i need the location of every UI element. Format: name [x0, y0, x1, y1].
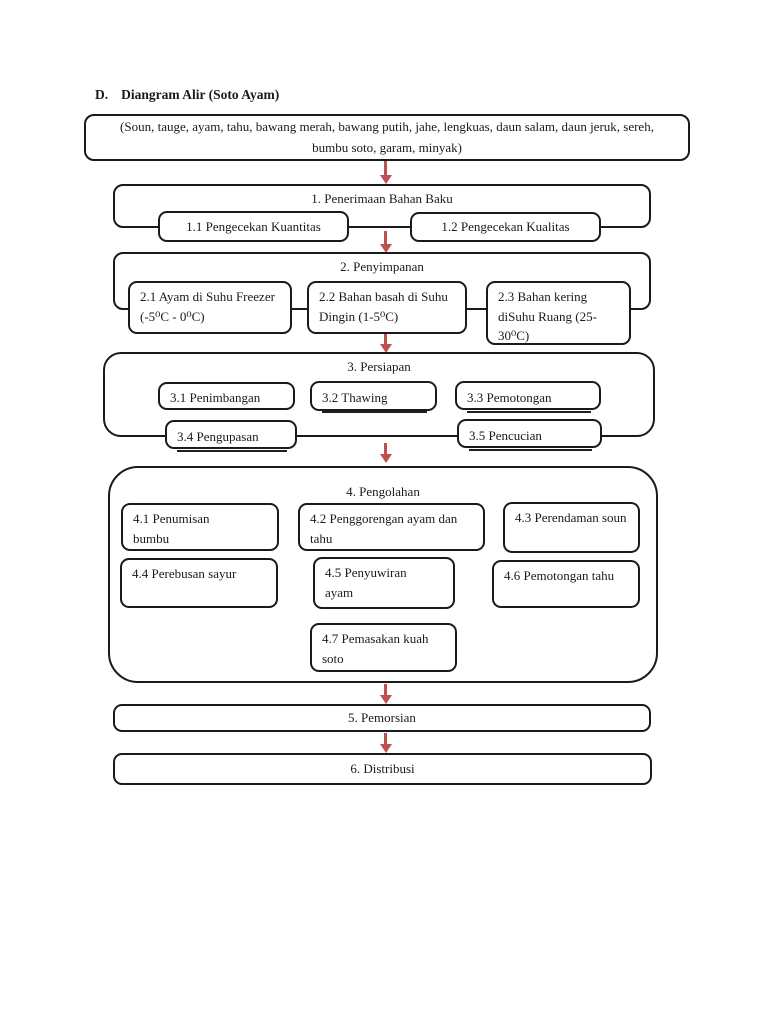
title-text: Diangram Alir (Soto Ayam) [121, 87, 280, 102]
flow-node-ingredients: (Soun, tauge, ayam, tahu, bawang merah, … [84, 114, 690, 161]
stage2-sub1-label: 2.1 Ayam di Suhu Freezer (-5⁰C - 0⁰C) [140, 289, 275, 324]
stage3-label: 3. Persiapan [347, 359, 411, 374]
flow-node-stage1-sub2: 1.2 Pengecekan Kualitas [410, 212, 601, 242]
stage5-label: 5. Pemorsian [348, 710, 416, 725]
flow-node-stage3-sub5: 3.5 Pencucian [457, 419, 602, 451]
flow-node-stage4-sub3: 4.3 Perendaman soun [503, 502, 640, 553]
flow-arrow-6 [384, 733, 387, 744]
flow-node-stage3-sub1: 3.1 Penimbangan [158, 382, 295, 410]
stage1-sub1-label: 1.1 Pengecekan Kuantitas [186, 218, 321, 234]
flow-node-stage4-sub2: 4.2 Penggorengan ayam dan tahu [298, 503, 485, 551]
flow-node-stage4-sub4: 4.4 Perebusan sayur [120, 558, 278, 608]
flow-node-stage3-sub2: 3.2 Thawing [310, 381, 437, 413]
title-prefix: D. [95, 87, 109, 102]
flow-node-stage2-sub3: 2.3 Bahan kering diSuhu Ruang (25-30⁰C) [486, 281, 631, 345]
flow-node-stage3-sub3: 3.3 Pemotongan [455, 381, 601, 413]
stage6-label: 6. Distribusi [350, 761, 415, 776]
flow-node-stage1-sub1: 1.1 Pengecekan Kuantitas [158, 211, 349, 242]
stage3-sub5-label: 3.5 Pencucian [469, 426, 592, 451]
flow-node-stage3-sub4: 3.4 Pengupasan [165, 420, 297, 452]
stage1-sub2-label: 1.2 Pengecekan Kualitas [441, 219, 570, 234]
stage3-sub2-label: 3.2 Thawing [322, 388, 427, 413]
flow-node-stage4-sub7: 4.7 Pemasakan kuah soto [310, 623, 457, 672]
stage4-sub3-label: 4.3 Perendaman soun [515, 510, 627, 525]
flow-node-stage2-sub2: 2.2 Bahan basah di Suhu Dingin (1-5⁰C) [307, 281, 467, 334]
stage4-sub6-label: 4.6 Pemotongan tahu [504, 568, 615, 583]
flow-arrow-1 [384, 161, 387, 175]
stage4-sub1-label: 4.1 Penumisan bumbu [133, 511, 210, 546]
flow-node-stage6: 6. Distribusi [113, 753, 652, 785]
ingredients-text: (Soun, tauge, ayam, tahu, bawang merah, … [120, 119, 654, 155]
stage2-sub2-label: 2.2 Bahan basah di Suhu Dingin (1-5⁰C) [319, 289, 448, 324]
stage1-label: 1. Penerimaan Bahan Baku [311, 191, 453, 206]
flow-arrow-4 [384, 443, 387, 454]
flow-node-stage4-sub5: 4.5 Penyuwiran ayam [313, 557, 455, 609]
stage3-sub4-label: 3.4 Pengupasan [177, 427, 287, 452]
stage4-sub4-label: 4.4 Perebusan sayur [132, 566, 237, 581]
flow-node-stage5: 5. Pemorsian [113, 704, 651, 732]
stage3-sub1-label: 3.1 Penimbangan [170, 390, 261, 405]
stage3-sub3-label: 3.3 Pemotongan [467, 388, 591, 413]
stage2-label: 2. Penyimpanan [340, 259, 424, 274]
stage2-sub3-label: 2.3 Bahan kering diSuhu Ruang (25-30⁰C) [498, 289, 597, 343]
flow-arrow-5 [384, 684, 387, 695]
page-title: D. Diangram Alir (Soto Ayam) [95, 87, 279, 103]
flow-node-stage2-sub1: 2.1 Ayam di Suhu Freezer (-5⁰C - 0⁰C) [128, 281, 292, 334]
flow-node-stage4-sub6: 4.6 Pemotongan tahu [492, 560, 640, 608]
flow-node-stage4-sub1: 4.1 Penumisan bumbu [121, 503, 279, 551]
stage4-sub5-label: 4.5 Penyuwiran ayam [325, 565, 407, 600]
flow-arrow-2 [384, 231, 387, 244]
stage4-label: 4. Pengolahan [346, 484, 420, 499]
flow-arrow-3 [384, 333, 387, 344]
stage4-sub7-label: 4.7 Pemasakan kuah soto [322, 631, 429, 666]
stage4-sub2-label: 4.2 Penggorengan ayam dan tahu [310, 511, 458, 546]
